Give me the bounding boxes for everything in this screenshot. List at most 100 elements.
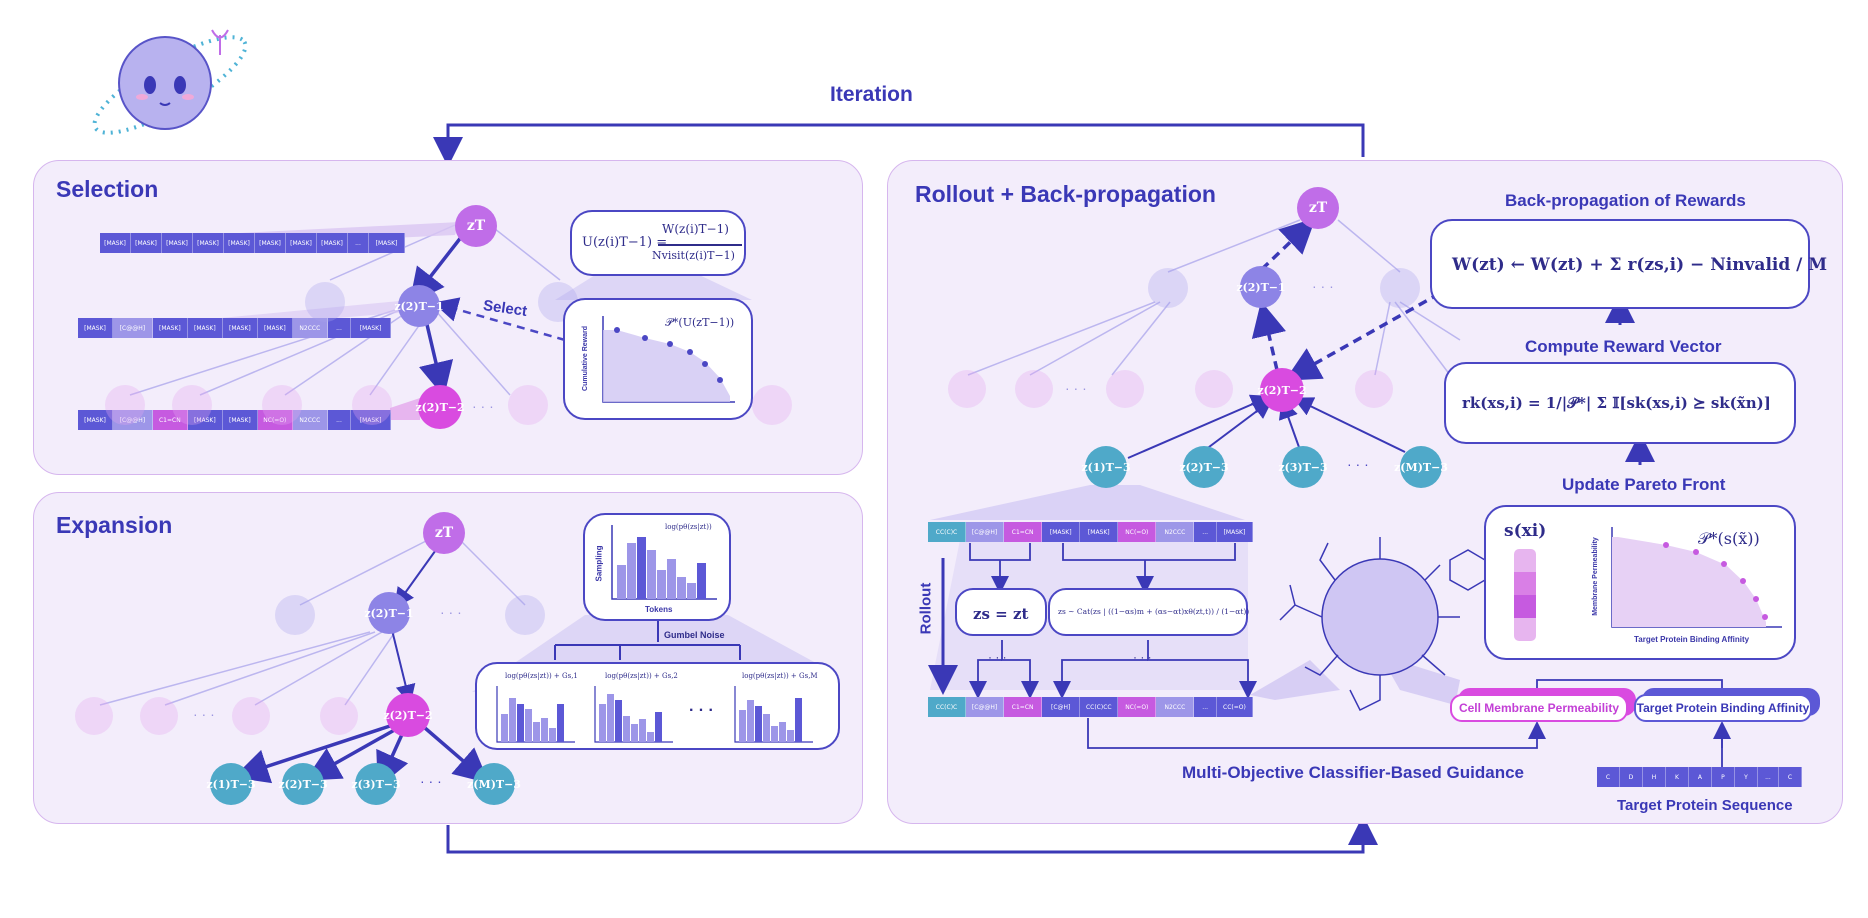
rollout-title: Rollout + Back-propagation [915, 181, 1216, 207]
gumbel-histograms [496, 686, 813, 743]
expansion-node-faded [232, 697, 270, 735]
rollout-dots-top: · · · [1312, 278, 1334, 294]
rollout-child-M: z(M)T−3 [1394, 446, 1448, 488]
expansion-dots-bottom: · · · [420, 773, 442, 789]
selection-node-zT2-2: z(2)T−2 [415, 385, 465, 429]
expansion-node-faded [275, 595, 315, 635]
expansion-dots-top: · · · [440, 604, 462, 620]
gumbel-noise-label: Gumbel Noise [664, 630, 725, 640]
expansion-child-M: z(M)T−3 [467, 763, 521, 805]
selection-dots: · · · [472, 398, 494, 414]
rollout-child-2: z(2)T−3 [1179, 446, 1229, 488]
selection-pareto-curve [602, 316, 735, 403]
expansion-node-zT: zT [423, 512, 465, 554]
selection-token-row-1: [MASK] [MASK] [MASK] [MASK] [MASK] [MASK… [100, 233, 405, 253]
rollout-node-zT: zT [1297, 187, 1339, 229]
backprop-formula-box: W(zt) ← W(zt) + Σ r(zs,i) − Ninvalid / M [1430, 219, 1827, 309]
expansion-title: Expansion [56, 512, 173, 538]
reward-formula: rk(xs,i) = 1/|𝒫*| Σ 𝕀[sk(xs,i) ⪰ sk(x̃n)… [1462, 394, 1771, 412]
selection-node-faded [508, 385, 548, 425]
expansion-node-zT1-2: z(2)T−1 [364, 592, 414, 634]
pareto-front-label: 𝒫*(s(x̃)) [1698, 529, 1760, 548]
sampling-plot: log(pθ(zs|zt)) Sampling Tokens [583, 513, 731, 621]
rollout-child-1: z(1)T−3 [1081, 446, 1131, 488]
update-pareto-label: Update Pareto Front [1562, 475, 1726, 494]
guidance-label: Multi-Objective Classifier-Based Guidanc… [1182, 763, 1524, 782]
noise-dots: · · · [689, 702, 714, 719]
rollout-label: Rollout [917, 582, 935, 635]
selection-node-faded [752, 385, 792, 425]
logp-label: log(pθ(zs|zt)) [665, 523, 712, 531]
rollout-node-faded [1355, 370, 1393, 408]
classifier-membrane: Cell Membrane Permeability [1450, 694, 1628, 722]
expansion-node-zT2-2: z(2)T−2 [383, 693, 433, 737]
cat-formula-box: zs ~ Cat(zs | ((1−αs)m + (αs−αt)xθ(zt,t)… [1048, 588, 1250, 636]
rollout-dots-children: · · · [1347, 456, 1369, 472]
rollout-node-faded [1195, 370, 1233, 408]
cyclic-peptide-molecule [1279, 537, 1486, 712]
rollout-dots-right: · · · [1133, 650, 1152, 664]
rollout-token-row-bottom: CC(C)C [C@@H] C1=CN [C@H] CC(C)CC NC(=O)… [928, 697, 1253, 717]
score-bar [1514, 549, 1536, 641]
target-sequence-tokens: C D H K A P Y ... C [1597, 767, 1802, 787]
expansion-child-1: z(1)T−3 [206, 763, 256, 805]
rollout-node-faded [1106, 370, 1144, 408]
noise-label-M: log(pθ(zs|zt)) + Gs,M [742, 672, 818, 680]
selection-token-row-2: [MASK] [C@@H] [MASK] [MASK] [MASK] [MASK… [78, 318, 392, 338]
expansion-node-faded [140, 697, 178, 735]
ucb-denominator: Nvisit(z(i)T−1) [652, 249, 735, 262]
rollout-node-zT1-2: z(2)T−1 [1236, 266, 1286, 308]
expansion-child-2: z(2)T−3 [278, 763, 328, 805]
expansion-dots-mid: · · · [193, 706, 215, 722]
expansion-node-faded [320, 697, 358, 735]
expansion-node-faded [75, 697, 113, 735]
mascot-illustration [92, 29, 248, 135]
iteration-label: Iteration [830, 83, 913, 106]
selection-node-faded [305, 282, 345, 322]
selection-node-faded [262, 385, 302, 425]
selection-node-zT: zT [455, 205, 497, 247]
rollout-node-faded [1148, 268, 1188, 308]
rollout-dots-left: · · · [988, 650, 1007, 664]
selection-node-faded [172, 385, 212, 425]
selection-node-faded [105, 385, 145, 425]
selection-pareto-label: 𝒫*(U(zT−1)) [665, 316, 735, 329]
rollout-node-faded [1015, 370, 1053, 408]
selection-node-faded [352, 385, 392, 425]
sampling-histogram [611, 525, 717, 600]
selection-node-zT1-2: z(2)T−1 [394, 285, 444, 327]
rollout-token-row-top: CC(C)C [C@@H] C1=CN [MASK] [MASK] NC(=O)… [928, 522, 1253, 542]
zs-equals-zt-box: zs = zt [955, 588, 1047, 636]
target-sequence-label: Target Protein Sequence [1617, 797, 1793, 814]
rollout-child-3: z(3)T−3 [1278, 446, 1328, 488]
rollout-node-zT2-2: z(2)T−2 [1257, 368, 1307, 412]
pareto-front-box: s(xi) 𝒫*(s(x̃)) Membrane Permeability Ta… [1484, 505, 1796, 660]
rollout-node-faded [1380, 268, 1420, 308]
gumbel-plots-box: log(pθ(zs|zt)) + Gs,1 log(pθ(zs|zt)) + G… [475, 662, 840, 750]
classifier-binding: Target Protein Binding Affinity [1634, 694, 1812, 722]
ucb-lhs: U(z(i)T−1) = [582, 235, 668, 250]
tokens-axis-label: Tokens [645, 605, 673, 614]
selection-pareto-plot: 𝒫*(U(zT−1)) Cumulative Reward [563, 298, 753, 420]
rollout-node-faded [948, 370, 986, 408]
ucb-formula-box: U(z(i)T−1) = W(z(i)T−1) Nvisit(z(i)T−1) [570, 210, 746, 276]
zs-equals-zt: zs = zt [973, 605, 1029, 623]
reward-formula-box: rk(xs,i) = 1/|𝒫*| Σ 𝕀[sk(xs,i) ⪰ sk(x̃n)… [1444, 362, 1796, 444]
backprop-title: Back-propagation of Rewards [1505, 191, 1746, 210]
membrane-axis-label: Membrane Permeability [1591, 537, 1599, 616]
rollout-dots-mid: · · · [1065, 380, 1087, 396]
expansion-node-faded [505, 595, 545, 635]
cat-formula: zs ~ Cat(zs | ((1−αs)m + (αs−αt)xθ(zt,t)… [1058, 607, 1250, 616]
noise-label-1: log(pθ(zs|zt)) + Gs,1 [505, 672, 578, 680]
binding-axis-label: Target Protein Binding Affinity [1634, 635, 1750, 644]
score-label: s(xi) [1504, 521, 1547, 541]
pareto-front-plot [1611, 527, 1782, 628]
backprop-formula: W(zt) ← W(zt) + Σ r(zs,i) − Ninvalid / M [1452, 255, 1828, 275]
selection-title: Selection [56, 176, 159, 202]
expansion-child-3: z(3)T−3 [351, 763, 401, 805]
noise-label-2: log(pθ(zs|zt)) + Gs,2 [605, 672, 678, 680]
ucb-numerator: W(z(i)T−1) [662, 222, 729, 236]
compute-reward-label: Compute Reward Vector [1525, 337, 1722, 356]
